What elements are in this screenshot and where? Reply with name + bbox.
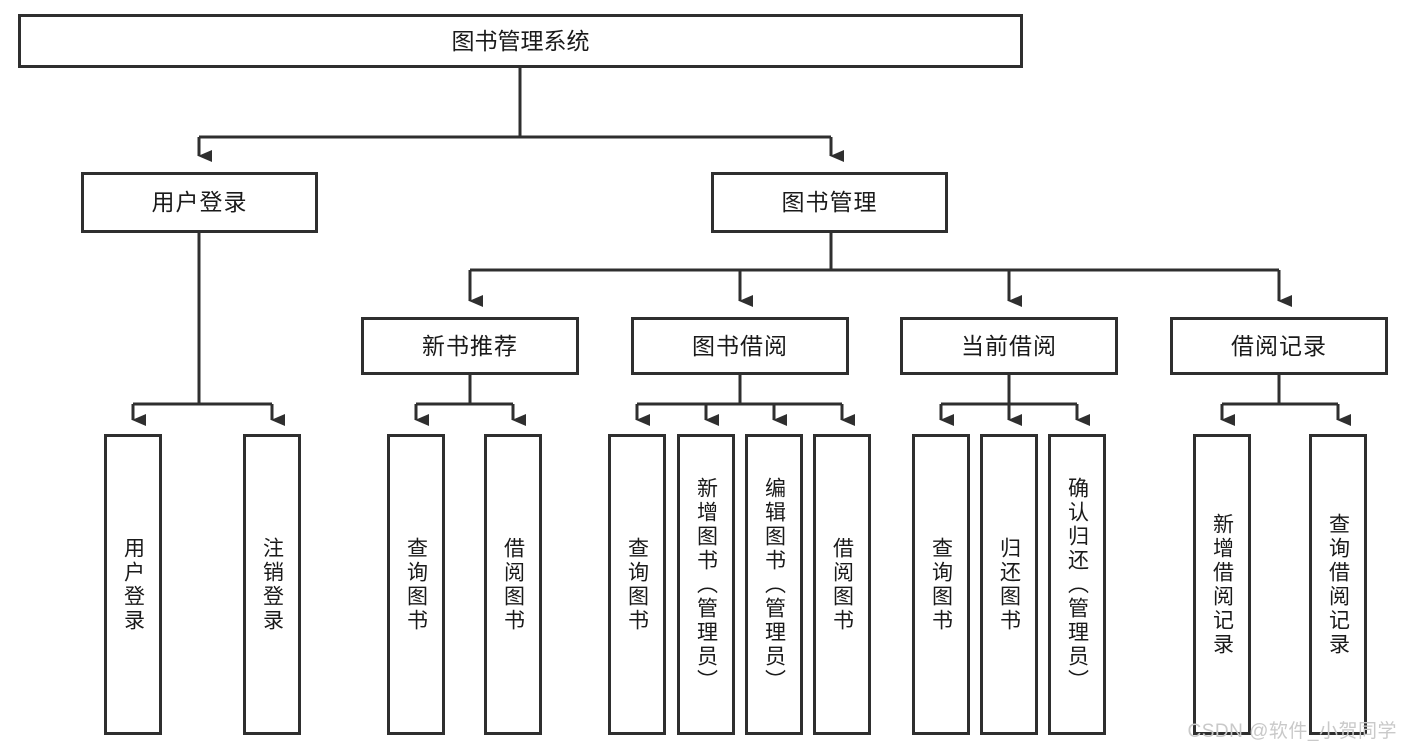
node-leaf-user-login[interactable]: 用户登录 xyxy=(104,434,162,735)
node-leaf-edit-book[interactable]: 编辑图书（管理员） xyxy=(745,434,803,735)
node-user-login-label: 用户登录 xyxy=(151,189,248,216)
node-leaf-borrow-book-2[interactable]: 借阅图书 xyxy=(813,434,871,735)
csdn-watermark: CSDN @软件_小贺同学 xyxy=(1187,721,1397,742)
node-leaf-edit-book-label: 编辑图书（管理员） xyxy=(762,476,786,693)
node-leaf-query-book-3[interactable]: 查询图书 xyxy=(912,434,970,735)
node-new-book-rec-label: 新书推荐 xyxy=(422,332,518,359)
node-book-borrow-label: 图书借阅 xyxy=(692,332,788,359)
node-borrow-record-label: 借阅记录 xyxy=(1231,332,1327,359)
node-leaf-query-book-2[interactable]: 查询图书 xyxy=(608,434,666,735)
node-leaf-query-book-3-label: 查询图书 xyxy=(929,536,953,633)
node-new-book-rec[interactable]: 新书推荐 xyxy=(361,317,579,375)
node-current-borrow[interactable]: 当前借阅 xyxy=(900,317,1118,375)
node-leaf-query-book-2-label: 查询图书 xyxy=(625,536,649,633)
node-leaf-borrow-book-1[interactable]: 借阅图书 xyxy=(484,434,542,735)
node-book-borrow[interactable]: 图书借阅 xyxy=(631,317,849,375)
node-leaf-add-book[interactable]: 新增图书（管理员） xyxy=(677,434,735,735)
node-leaf-confirm-return[interactable]: 确认归还（管理员） xyxy=(1048,434,1106,735)
node-leaf-return-book-label: 归还图书 xyxy=(997,536,1021,633)
node-leaf-query-book-1[interactable]: 查询图书 xyxy=(387,434,445,735)
node-borrow-record[interactable]: 借阅记录 xyxy=(1170,317,1388,375)
node-leaf-query-book-1-label: 查询图书 xyxy=(404,536,428,633)
node-leaf-borrow-book-1-label: 借阅图书 xyxy=(501,536,525,633)
node-root-label: 图书管理系统 xyxy=(451,27,590,54)
node-leaf-user-login-label: 用户登录 xyxy=(121,536,145,633)
node-leaf-add-book-label: 新增图书（管理员） xyxy=(694,476,718,693)
node-leaf-return-book[interactable]: 归还图书 xyxy=(980,434,1038,735)
node-leaf-borrow-book-2-label: 借阅图书 xyxy=(830,536,854,633)
node-leaf-logout-label: 注销登录 xyxy=(260,536,284,633)
node-leaf-add-record[interactable]: 新增借阅记录 xyxy=(1193,434,1251,735)
node-user-login[interactable]: 用户登录 xyxy=(81,172,318,233)
node-book-manage[interactable]: 图书管理 xyxy=(711,172,948,233)
node-book-manage-label: 图书管理 xyxy=(781,189,878,216)
node-current-borrow-label: 当前借阅 xyxy=(961,332,1057,359)
node-leaf-logout[interactable]: 注销登录 xyxy=(243,434,301,735)
node-leaf-confirm-return-label: 确认归还（管理员） xyxy=(1065,476,1089,693)
node-leaf-add-record-label: 新增借阅记录 xyxy=(1210,512,1234,657)
node-leaf-query-record-label: 查询借阅记录 xyxy=(1326,512,1350,657)
node-root[interactable]: 图书管理系统 xyxy=(18,14,1023,68)
node-leaf-query-record[interactable]: 查询借阅记录 xyxy=(1309,434,1367,735)
